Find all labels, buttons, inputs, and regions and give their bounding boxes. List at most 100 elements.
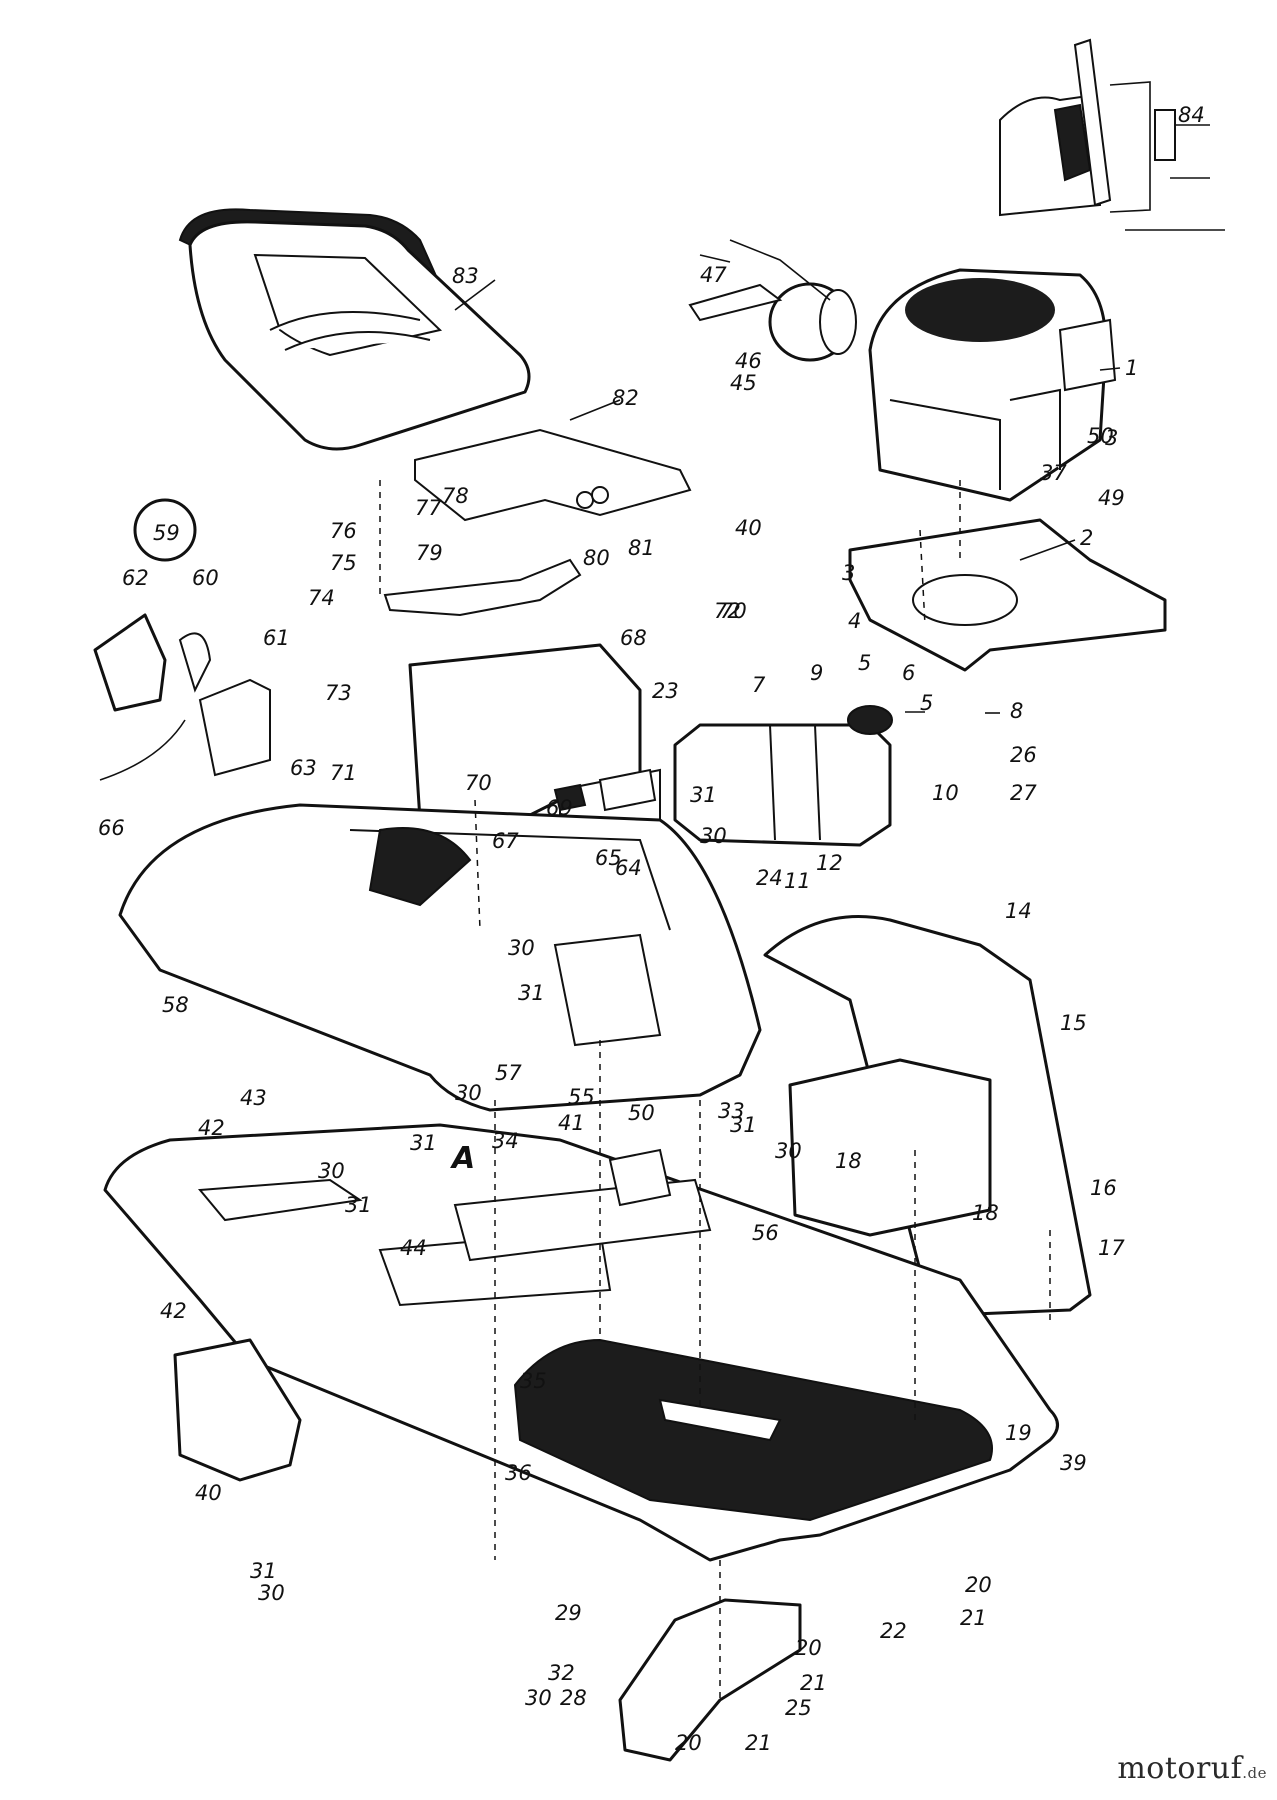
callout-label: 79	[416, 541, 443, 565]
callout-label: 23	[652, 679, 679, 703]
callout-label: 70	[720, 599, 747, 623]
callout-label: 8	[1010, 699, 1023, 723]
callout-label: 49	[1098, 486, 1125, 510]
callout-label: 83	[452, 264, 479, 288]
callout-label: 78	[442, 484, 469, 508]
callout-label: 40	[735, 516, 762, 540]
callout-label: 50	[628, 1101, 655, 1125]
callout-label: 7	[752, 673, 766, 697]
callout-label: 64	[615, 856, 642, 880]
callout-label: 31	[690, 783, 717, 807]
callout-label: 75	[330, 551, 357, 575]
callout-label: 76	[330, 519, 357, 543]
callout-label: 71	[330, 761, 357, 785]
callout-label: 19	[1005, 1421, 1032, 1445]
callout-label: 35	[520, 1369, 547, 1393]
callout-label: 15	[1060, 1011, 1087, 1035]
callout-label: 31	[518, 981, 545, 1005]
callout-label: 63	[290, 756, 317, 780]
callout-label: 56	[752, 1221, 779, 1245]
callout-label: 46	[735, 349, 762, 373]
callout-labels: 1 2 3 3 4 5 5 6 7 8 9 10 11 12 14 15 16 …	[98, 103, 1205, 1755]
muffler	[688, 239, 857, 362]
front-bracket	[173, 1338, 302, 1482]
callout-label: 55	[568, 1085, 595, 1109]
callout-label: 3	[842, 561, 855, 585]
callout-label: 30	[700, 824, 727, 848]
control-lever-group	[93, 498, 271, 781]
callout-label: 82	[612, 386, 639, 410]
callout-label: 42	[160, 1299, 187, 1323]
callout-label: 9	[810, 661, 823, 685]
callout-label: 65	[595, 846, 622, 870]
callout-label: 44	[400, 1236, 427, 1260]
callout-label: 59	[153, 521, 180, 545]
callout-label: 12	[816, 851, 843, 875]
callout-label: 74	[308, 586, 335, 610]
callout-label: 47	[700, 263, 727, 287]
callout-label: 42	[198, 1116, 225, 1140]
callout-label: 60	[192, 566, 219, 590]
callout-label: 17	[1098, 1236, 1125, 1260]
callout-label: 57	[495, 1061, 522, 1085]
callout-label: 30	[775, 1139, 802, 1163]
engine	[868, 268, 1117, 502]
chassis-frame	[103, 1123, 1059, 1562]
callout-label: 36	[505, 1461, 532, 1485]
callout-label: 43	[240, 1086, 267, 1110]
callout-label: 29	[555, 1601, 582, 1625]
callout-label: 39	[1060, 1451, 1087, 1475]
engine-plate	[848, 518, 1167, 672]
callout-label: 33	[718, 1099, 745, 1123]
watermark: motoruf.de	[1117, 1751, 1267, 1786]
callout-label: 31	[345, 1193, 372, 1217]
callout-label: 10	[932, 781, 959, 805]
callout-label: 77	[415, 496, 442, 520]
callout-label: 26	[1010, 743, 1037, 767]
callout-label: 31	[730, 1113, 757, 1137]
seat-bracket	[414, 428, 692, 522]
callout-label: 66	[98, 816, 125, 840]
fuel-tank	[673, 705, 893, 847]
callout-label: 45	[730, 371, 757, 395]
fender-shroud	[118, 803, 762, 1112]
callout-label: 40	[195, 1481, 222, 1505]
callout-label: 21	[745, 1731, 772, 1755]
callout-label: 67	[492, 829, 519, 853]
callout-label: 30	[455, 1081, 482, 1105]
callout-label: 50	[1087, 424, 1114, 448]
callout-label: 62	[122, 566, 149, 590]
callout-label: 18	[972, 1201, 999, 1225]
assembly-lines	[379, 480, 1051, 1700]
callout-label: 84	[1178, 103, 1205, 127]
inset-photo	[990, 38, 1225, 231]
watermark-suffix: .de	[1242, 1764, 1267, 1782]
callout-label: 61	[263, 626, 290, 650]
callout-label: 5	[858, 651, 871, 675]
callout-label: 72	[714, 599, 741, 623]
callout-label: 80	[583, 546, 610, 570]
callout-label: 20	[795, 1636, 822, 1660]
callout-label: 16	[1090, 1176, 1117, 1200]
callout-label: 58	[162, 993, 189, 1017]
callout-label: 31	[410, 1131, 437, 1155]
callout-label: 31	[250, 1559, 277, 1583]
seat-rail	[383, 558, 582, 617]
callout-label: 21	[960, 1606, 987, 1630]
callout-label: 68	[620, 626, 647, 650]
callout-label: 70	[465, 771, 492, 795]
callout-label: 21	[800, 1671, 827, 1695]
callout-label: 11	[784, 869, 811, 893]
callout-label: 24	[756, 866, 783, 890]
callout-label: 30	[525, 1686, 552, 1710]
callout-label: 34	[492, 1129, 519, 1153]
watermark-brand: motoruf	[1117, 1751, 1243, 1786]
section-marker: A	[450, 1141, 475, 1176]
rear-hitch	[618, 1598, 802, 1762]
callout-label: 73	[325, 681, 352, 705]
callout-label: 1	[1125, 356, 1138, 380]
callout-label: 22	[880, 1619, 907, 1643]
callout-label: 20	[675, 1731, 702, 1755]
callout-label: 6	[902, 661, 915, 685]
